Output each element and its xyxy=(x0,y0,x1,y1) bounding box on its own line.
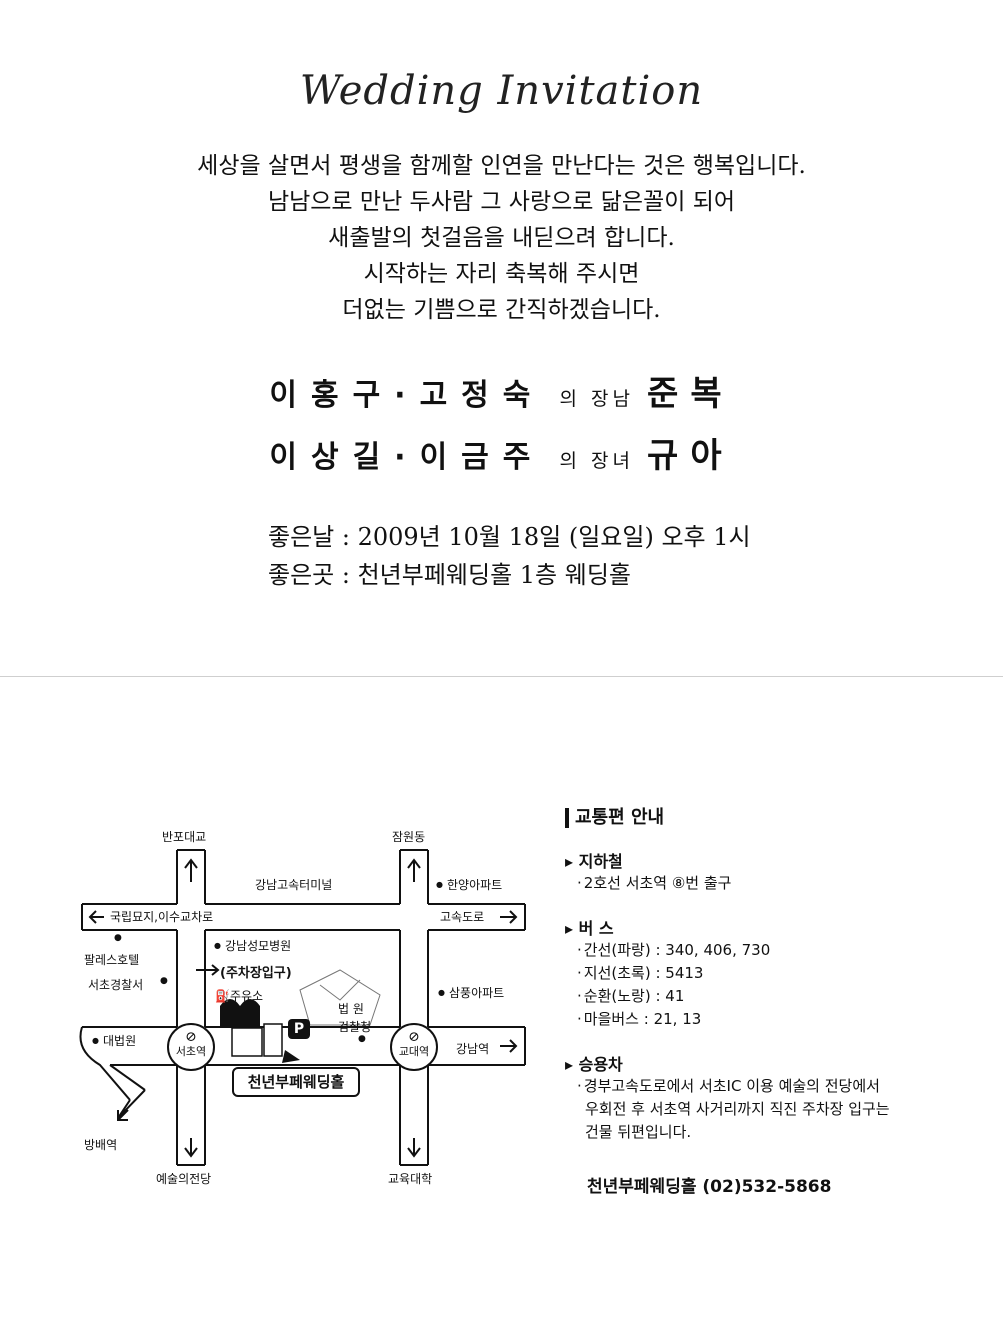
map-label-jamwon: 잠원동 xyxy=(392,830,426,844)
map-label-gangnam-station: 강남역 xyxy=(456,1042,490,1056)
map-label-bangbae: 방배역 xyxy=(84,1138,118,1152)
poem-line-2: 남남으로 만난 두사람 그 사랑으로 닮은꼴이 되어 xyxy=(267,189,736,215)
gas-station-icon: ⛽ xyxy=(215,989,230,1003)
subway-icon: ⊘ xyxy=(408,1029,420,1045)
wedding-date: 좋은날 : 2009년 10월 18일 (일요일) 오후 1시 xyxy=(268,523,751,551)
bus-line: 순환(노랑) : 41 xyxy=(577,985,985,1008)
kyodae-station: ⊘ 교대역 xyxy=(390,1023,438,1071)
map-label-court: 법 원 xyxy=(338,1002,364,1016)
map-label-samsung-apt: 삼풍아파트 xyxy=(438,984,504,1001)
car-directions-line: 건물 뒤편입니다. xyxy=(585,1123,692,1141)
subway-icon: ⊘ xyxy=(185,1029,197,1045)
bus-line: 마을버스 : 21, 13 xyxy=(577,1008,985,1031)
road-south-left xyxy=(176,1065,206,1165)
wedding-invitation-title: Wedding Invitation xyxy=(299,68,704,114)
groom-parents: 이홍구·고정숙 xyxy=(269,378,545,413)
bride-parents: 이상길·이금주 xyxy=(269,440,545,475)
transport-heading: 교통편 안내 xyxy=(565,808,985,828)
map-label-arts-center: 예술의전당 xyxy=(156,1172,212,1186)
subway-line: 2호선 서초역 ⑧번 출구 xyxy=(577,872,985,895)
map-label-hanyang-apt: 한양아파트 xyxy=(436,876,502,893)
car-directions-line: 경부고속도로에서 서초IC 이용 예술의 전당에서 xyxy=(577,1075,985,1098)
groom-name: 준복 xyxy=(647,374,734,414)
map-label-palace-hotel: 팔레스호텔 xyxy=(84,953,140,967)
seocho-station: ⊘ 서초역 xyxy=(167,1023,215,1071)
map-label-edu-univ: 교육대학 xyxy=(388,1172,433,1186)
kyodae-station-label: 교대역 xyxy=(398,1045,430,1058)
wedding-place: 좋은곳 : 천년부페웨딩홀 1층 웨딩홀 xyxy=(268,561,631,589)
fold-divider xyxy=(0,676,1003,677)
map-label-gangnam-hospital: 강남성모병원 xyxy=(214,937,291,954)
parking-icon: P xyxy=(288,1019,310,1039)
map-dot-police: ● xyxy=(160,976,168,986)
map-dot-prosecutor: ● xyxy=(358,1034,366,1044)
map-label-prosecutor: 검찰청 xyxy=(338,1020,372,1034)
poem-line-5: 더없는 기쁨으로 간직하겠습니다. xyxy=(342,297,661,323)
road-north-left xyxy=(176,850,206,904)
bus-section-title: 버 스 xyxy=(565,915,985,939)
transport-guide: 교통편 안내 지하철 2호선 서초역 ⑧번 출구 버 스 간선(파랑) : 34… xyxy=(565,808,985,1197)
map-label-terminal: 강남고속터미널 xyxy=(255,878,333,892)
poem-line-4: 시작하는 자리 축복해 주시면 xyxy=(363,261,640,287)
bride-relation: 의 장녀 xyxy=(559,450,634,472)
poem-line-1: 세상을 살면서 평생을 함께할 인연을 만난다는 것은 행복입니다. xyxy=(197,153,806,179)
bus-line: 지선(초록) : 5413 xyxy=(577,962,985,985)
map-label-police: 서초경찰서 xyxy=(88,978,144,992)
poem-line-3: 새출발의 첫걸음을 내딛으려 합니다. xyxy=(328,225,675,251)
map-label-expressway: 고속도로 xyxy=(440,910,485,924)
car-section-title: 승용차 xyxy=(565,1051,985,1075)
road-north-right xyxy=(399,850,429,904)
seocho-station-label: 서초역 xyxy=(175,1045,207,1058)
map-label-national-cemetery: 국립묘지,이수교차로 xyxy=(110,910,214,924)
map-dot-palace-hotel: ● xyxy=(114,933,122,943)
road-south-right xyxy=(399,1065,429,1165)
map-label-banpo-bridge: 반포대교 xyxy=(162,830,207,844)
bride-name: 규아 xyxy=(647,436,734,476)
subway-section-title: 지하철 xyxy=(565,848,985,872)
car-directions-line: 우회전 후 서초역 사거리까지 직진 주차장 입구는 xyxy=(585,1100,890,1118)
gas-station-text: 주유소 xyxy=(229,989,264,1003)
map-label-gas-station: ⛽주유소 xyxy=(215,987,263,1004)
map-label-supreme-court: 대법원 xyxy=(92,1032,136,1049)
road-center-left xyxy=(176,930,206,1027)
map-label-parking-entrance: (주차장입구) xyxy=(220,966,292,981)
groom-relation: 의 장남 xyxy=(559,388,634,410)
location-map: 반포대교 잠원동 강남고속터미널 한양아파트 국립묘지,이수교차로 고속도로 ●… xyxy=(70,820,550,1200)
bus-line: 간선(파랑) : 340, 406, 730 xyxy=(577,939,985,962)
venue-phone: 천년부페웨딩홀 (02)532-5868 xyxy=(587,1177,832,1197)
road-center-right xyxy=(399,930,429,1027)
invitation-poem: 세상을 살면서 평생을 함께할 인연을 만난다는 것은 행복입니다. 남남으로 … xyxy=(0,148,1003,328)
bride-line: 이상길·이금주 의 장녀 규아 xyxy=(0,428,1003,477)
venue-label-box: 천년부페웨딩홀 xyxy=(232,1067,360,1097)
groom-line: 이홍구·고정숙 의 장남 준복 xyxy=(0,366,1003,415)
